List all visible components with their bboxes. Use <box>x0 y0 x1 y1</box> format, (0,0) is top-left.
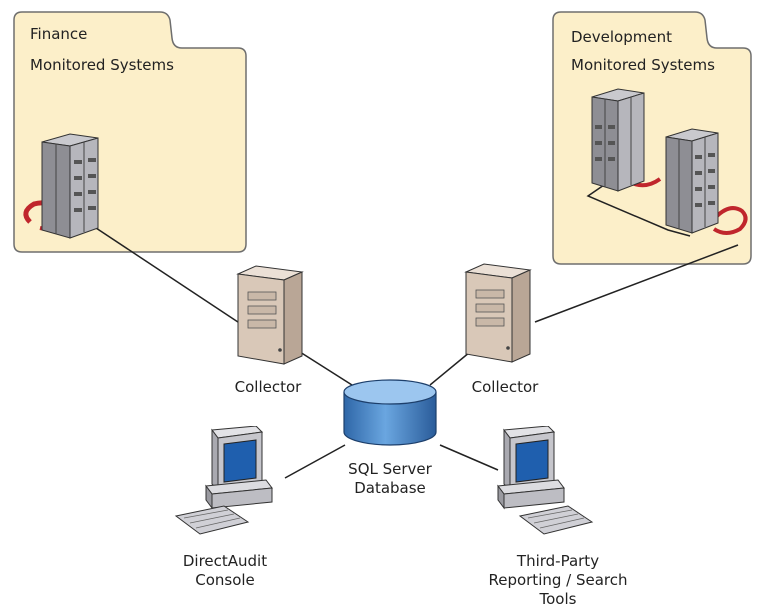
console-label-line1: DirectAudit <box>182 552 268 570</box>
database-label-line2: Database <box>354 479 426 497</box>
tools-label-line1: Third-Party <box>516 552 600 570</box>
tools-computer-icon <box>497 426 594 535</box>
link-finance-collector <box>95 227 251 331</box>
link-console-database <box>284 444 346 479</box>
database-label: SQL Server Database <box>320 460 460 498</box>
finance-server-icon <box>23 133 99 239</box>
finance-group-name: Finance <box>30 25 88 43</box>
console-label: DirectAudit Console <box>160 552 290 590</box>
collector-left-icon <box>236 265 304 365</box>
link-dev-server-chain <box>586 184 691 237</box>
development-group-subtitle: Monitored Systems <box>571 56 715 74</box>
development-group-name: Development <box>571 28 672 46</box>
collector-left-label: Collector <box>234 378 302 396</box>
tools-label-line3: Tools <box>539 590 577 606</box>
link-collector-development <box>534 244 739 323</box>
database-label-line1: SQL Server <box>348 460 432 478</box>
tools-label-line2: Reporting / Search <box>488 571 628 589</box>
collector-right-label: Collector <box>471 378 539 396</box>
collector-right-icon <box>464 263 532 363</box>
dev-server-1-icon <box>591 88 662 192</box>
link-database-tools <box>439 444 499 471</box>
console-label-line2: Console <box>195 571 255 589</box>
link-collector-database <box>299 351 353 386</box>
console-computer-icon <box>174 426 273 535</box>
link-database-collector <box>429 351 471 386</box>
finance-group-subtitle: Monitored Systems <box>30 56 174 74</box>
database-icon <box>343 379 437 446</box>
tools-label: Third-Party Reporting / Search Tools <box>468 552 648 606</box>
dev-server-2-icon <box>665 128 748 235</box>
